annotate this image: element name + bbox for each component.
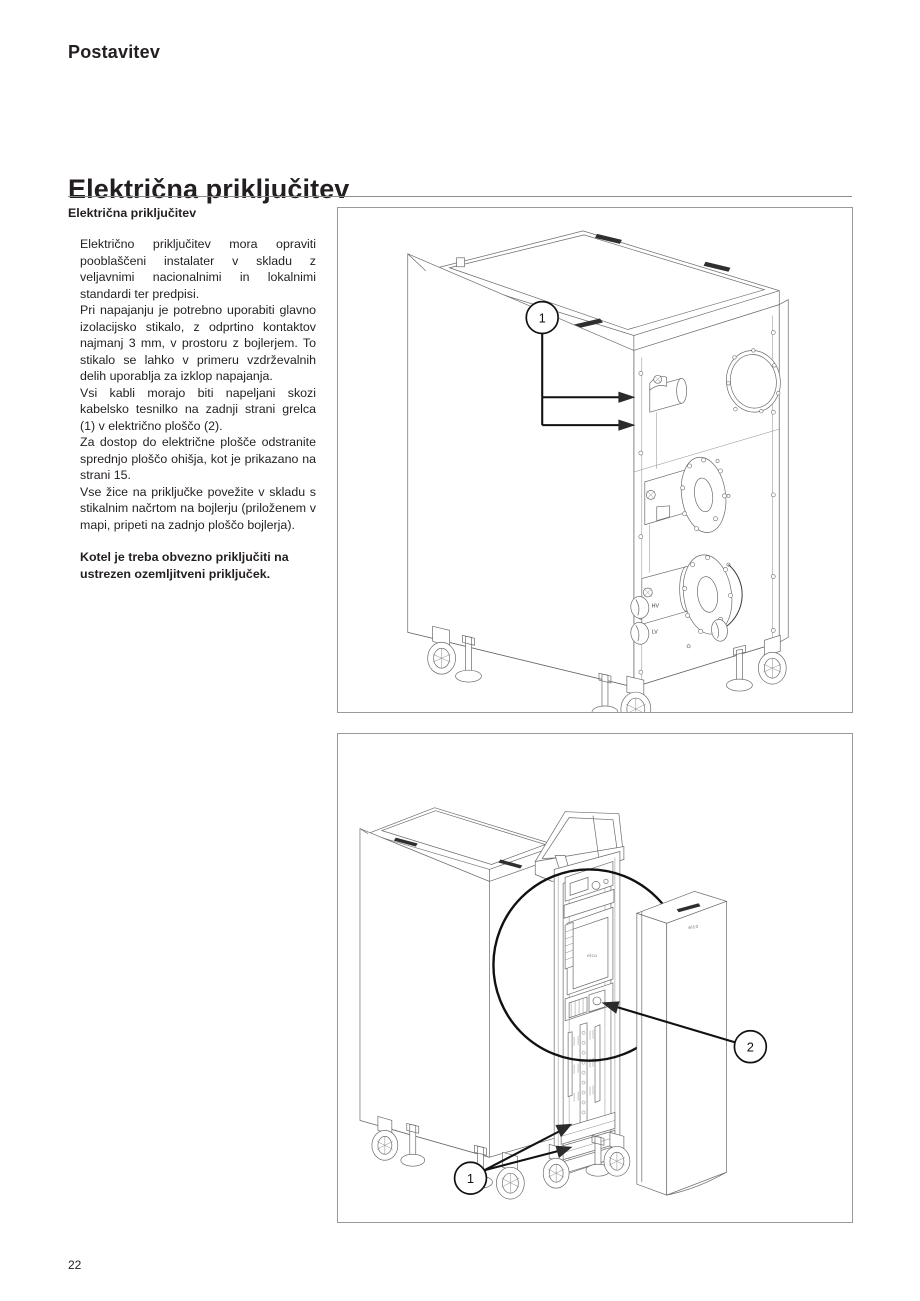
callout-1-label-bottom: 1 (467, 1171, 474, 1186)
flange-lower (641, 554, 743, 635)
text-column: Električna priključitev Električno prikl… (68, 206, 316, 582)
callout-1-group-bottom: 1 (453, 1123, 573, 1195)
callout-2-label: 2 (747, 1040, 754, 1055)
subsection-heading: Električna priključitev (68, 206, 197, 220)
cable-gland-hv: HV (630, 596, 660, 619)
paragraph-4: Za dostop do električne plošče odstranit… (80, 435, 316, 482)
casters-and-feet (427, 625, 787, 712)
callout-1-circle (525, 300, 559, 335)
callout-1-label: 1 (539, 311, 546, 326)
figure-front-view: elco (337, 733, 853, 1223)
callout-1-circle-bottom (453, 1161, 488, 1195)
label-lv: LV (652, 629, 658, 635)
title-divider (68, 196, 852, 197)
side-tower-unit: elco (635, 890, 728, 1196)
cable-tray (567, 1022, 601, 1125)
callout-2-group: 2 (601, 1001, 768, 1064)
flange-middle (644, 456, 727, 573)
body-text: Električno priključitev mora opraviti po… (68, 236, 316, 582)
paragraph-2: Pri napajanju je potrebno uporabiti glav… (80, 303, 316, 383)
paragraph-3: Vsi kabli morajo biti napeljani skozi ka… (80, 385, 316, 433)
control-panel (564, 860, 614, 902)
electrical-board: elco (564, 906, 614, 996)
figure-front-view-drawing: elco (359, 807, 768, 1200)
cable-duct (564, 982, 614, 1022)
boiler-cabinet-front: elco (359, 807, 728, 1200)
pipe-stub-upper (649, 374, 687, 469)
page-number: 22 (68, 1258, 82, 1272)
warning-note: Kotel je treba obvezno priključiti na us… (80, 550, 289, 581)
figure-rear-view: HV LV (337, 207, 853, 713)
inspection-port (726, 348, 781, 414)
tower-logo: elco (688, 924, 699, 932)
boiler-cabinet: HV LV (407, 230, 789, 712)
page-title: Električna priključitev (68, 174, 350, 205)
cable-gland-lv: LV (630, 622, 658, 645)
running-head: Postavitev (68, 42, 161, 62)
callout-2-circle (733, 1029, 768, 1064)
paragraph-5: Vse žice na priključke povežite v skladu… (80, 484, 316, 532)
cable-glands: HV LV (630, 596, 728, 645)
label-hv: HV (652, 603, 660, 609)
board-logo: elco (587, 953, 597, 959)
callout-1-group: 1 (525, 300, 636, 431)
figure-rear-view-drawing: HV LV (407, 230, 789, 712)
paragraph-1: Električno priključitev mora opraviti po… (80, 237, 316, 301)
